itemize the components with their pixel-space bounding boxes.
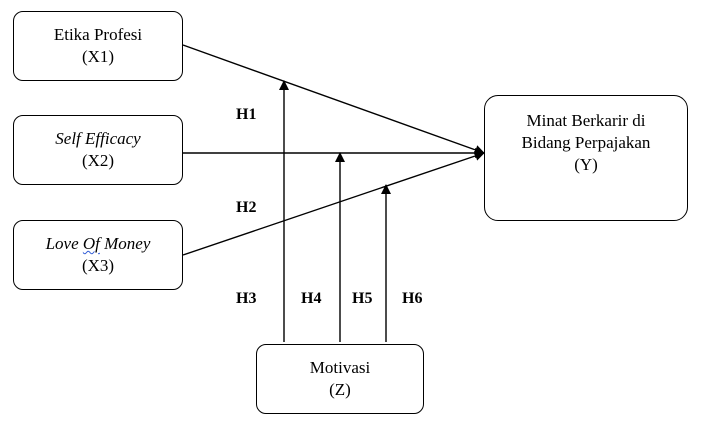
node-z-motivasi: Motivasi (Z) — [256, 344, 424, 414]
node-x3-code: (X3) — [81, 256, 115, 275]
arrow-x1-to-y — [182, 44, 485, 155]
node-x2-code: (X2) — [81, 151, 115, 170]
label-h3: H3 — [236, 290, 257, 307]
node-x2-self-efficacy: Self Efficacy (X2) — [13, 115, 183, 185]
node-y-line1: Minat Berkarir di — [526, 111, 646, 130]
node-x3-name-part3: Money — [99, 234, 151, 253]
node-z-name: Motivasi — [309, 358, 371, 377]
arrow-x3-to-y — [182, 151, 485, 256]
node-x1-etika-profesi: Etika Profesi (X1) — [13, 11, 183, 81]
node-z-code: (Z) — [329, 380, 351, 399]
label-h6: H6 — [402, 290, 423, 307]
node-x3-name-part2: Of — [82, 234, 100, 253]
node-x3-name-part1: Love — [45, 234, 83, 253]
node-x1-code: (X1) — [81, 47, 115, 66]
label-h1: H1 — [236, 106, 257, 123]
node-y-line2: Bidang Perpajakan — [521, 133, 651, 152]
node-x3-name: Love Of Money — [46, 233, 151, 255]
node-x1-name: Etika Profesi — [53, 25, 143, 44]
label-h4: H4 — [301, 290, 322, 307]
node-x3-love-of-money: Love Of Money (X3) — [13, 220, 183, 290]
node-x2-name: Self Efficacy — [55, 129, 141, 148]
node-y-minat-berkarir: Minat Berkarir di Bidang Perpajakan (Y) — [484, 95, 688, 221]
label-h2: H2 — [236, 199, 257, 216]
label-h5: H5 — [352, 290, 373, 307]
node-y-code: (Y) — [574, 155, 598, 174]
